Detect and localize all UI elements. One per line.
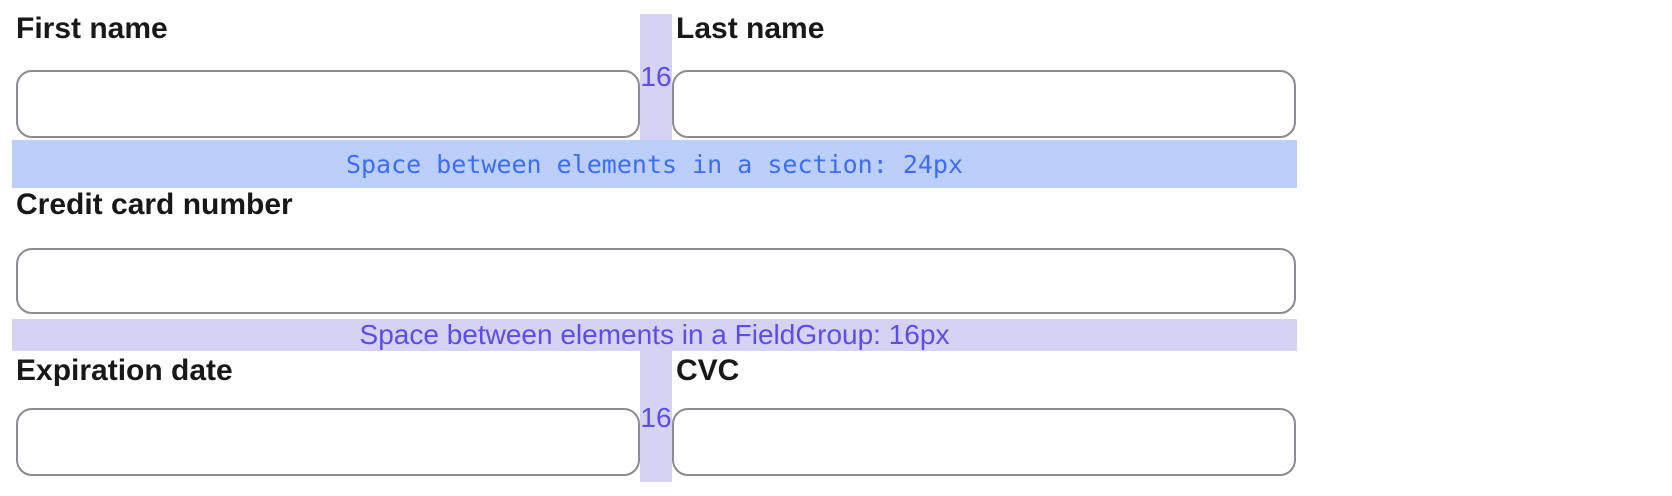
column-gap-highlight-bottom bbox=[640, 351, 672, 482]
credit-card-number-input[interactable] bbox=[16, 248, 1296, 314]
first-name-label: First name bbox=[16, 12, 168, 45]
expiration-date-label: Expiration date bbox=[16, 354, 233, 387]
last-name-label: Last name bbox=[676, 12, 825, 45]
fieldgroup-spacer-highlight: Space between elements in a FieldGroup: … bbox=[12, 319, 1297, 351]
expiration-date-input[interactable] bbox=[16, 408, 640, 476]
fieldgroup-spacer-label: Space between elements in a FieldGroup: … bbox=[359, 319, 950, 350]
first-name-input[interactable] bbox=[16, 70, 640, 138]
column-gap-highlight-top bbox=[640, 14, 672, 140]
section-spacer-label: Space between elements in a section: 24p… bbox=[345, 149, 964, 179]
column-gap-size-label-top: 16 bbox=[640, 61, 672, 92]
last-name-input[interactable] bbox=[672, 70, 1296, 138]
section-spacer-highlight: Space between elements in a section: 24p… bbox=[12, 140, 1297, 188]
cvc-label: CVC bbox=[676, 354, 740, 387]
cvc-input[interactable] bbox=[672, 408, 1296, 476]
credit-card-number-label: Credit card number bbox=[16, 188, 293, 221]
column-gap-size-label-bottom: 16 bbox=[640, 402, 672, 433]
